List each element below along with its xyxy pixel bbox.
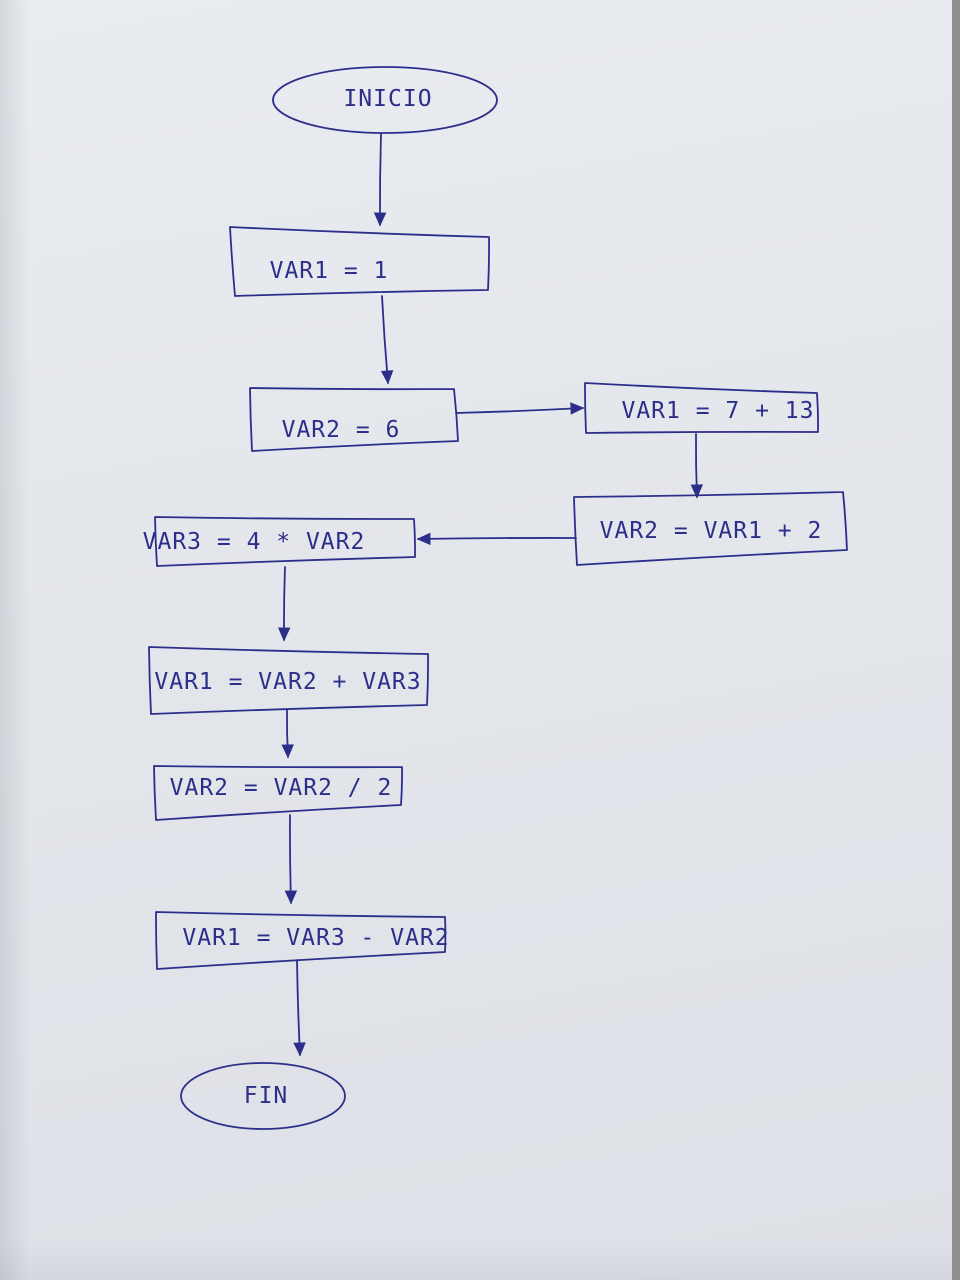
n1-label: VAR1 = 1 <box>270 258 389 284</box>
edge-line <box>379 133 382 226</box>
n8-process-box <box>155 911 447 970</box>
node-fin: FIN <box>180 1062 346 1130</box>
node-inicio: INICIO <box>272 66 498 134</box>
edge-n6-n7 <box>281 709 294 759</box>
n1-process-box <box>229 226 490 297</box>
edge-line <box>455 407 584 414</box>
n3-label: VAR1 = 7 + 13 <box>621 398 814 424</box>
n5-process-box <box>154 516 416 567</box>
edge-line <box>289 814 292 904</box>
n2-label: VAR2 = 6 <box>282 417 401 443</box>
flowchart-nodes: INICIO VAR1 = 1 VAR2 = 6 VAR1 = 7 + 13 VAR2 … <box>143 66 848 1130</box>
edge-line <box>417 537 577 540</box>
node-n2: VAR2 = 6 <box>249 387 459 452</box>
node-n3: VAR1 = 7 + 13 <box>584 382 819 434</box>
edge-n8-fin <box>293 959 306 1057</box>
table-edge <box>952 0 960 1280</box>
n7-process-box <box>153 765 403 821</box>
arrowhead-icon <box>293 1042 306 1057</box>
n6-process-box <box>148 646 429 715</box>
arrowhead-icon <box>380 370 394 385</box>
arrowhead-icon <box>416 532 431 546</box>
n7-label: VAR2 = VAR2 / 2 <box>170 775 393 801</box>
edge-n4-n5 <box>416 532 577 546</box>
node-n8: VAR1 = VAR3 - VAR2 <box>155 911 449 970</box>
arrowhead-icon <box>570 402 585 415</box>
node-n5: VAR3 = 4 * VAR2 <box>143 516 416 567</box>
node-n4: VAR2 = VAR1 + 2 <box>573 491 848 566</box>
arrowhead-icon <box>281 744 294 759</box>
n6-label: VAR1 = VAR2 + VAR3 <box>154 669 421 695</box>
edge-n2-n3 <box>455 402 585 415</box>
edge-n7-n8 <box>284 814 298 905</box>
node-n7: VAR2 = VAR2 / 2 <box>153 765 403 821</box>
fin-label: FIN <box>244 1083 289 1109</box>
n4-label: VAR2 = VAR1 + 2 <box>600 518 823 544</box>
n2-process-box <box>249 387 459 452</box>
n3-process-box <box>584 382 819 434</box>
edge-line <box>381 295 389 384</box>
fin-terminal-shape <box>180 1062 346 1130</box>
flowchart-edges <box>277 133 704 1057</box>
inicio-label: INICIO <box>343 86 432 112</box>
node-n6: VAR1 = VAR2 + VAR3 <box>148 646 429 715</box>
n5-label: VAR3 = 4 * VAR2 <box>143 529 366 555</box>
arrowhead-icon <box>690 484 704 499</box>
arrowhead-icon <box>373 212 387 227</box>
inicio-terminal-shape <box>272 66 498 134</box>
node-n1: VAR1 = 1 <box>229 226 490 297</box>
edge-n3-n4 <box>690 433 704 499</box>
arrowhead-icon <box>284 890 298 905</box>
edge-inicio-n1 <box>373 133 387 227</box>
edge-n5-n6 <box>277 566 291 642</box>
arrowhead-icon <box>277 627 291 642</box>
n8-label: VAR1 = VAR3 - VAR2 <box>182 925 449 951</box>
edge-n1-n2 <box>380 295 394 385</box>
edge-line <box>296 959 301 1056</box>
n4-process-box <box>573 491 848 566</box>
